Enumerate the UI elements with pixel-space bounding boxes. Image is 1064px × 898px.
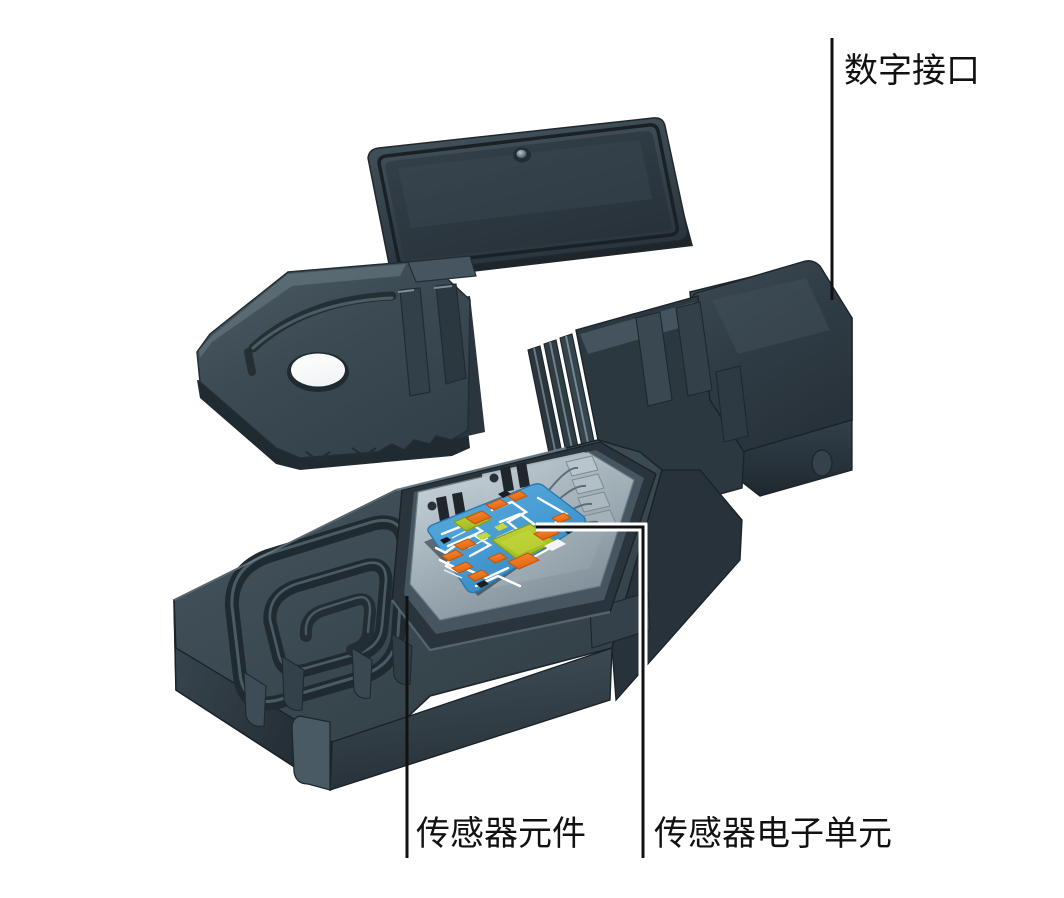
contact-pad-1: [565, 455, 599, 477]
slot-2: [452, 492, 466, 518]
slot-4: [516, 462, 530, 488]
smd-7: [466, 569, 491, 582]
housing-cavity: [391, 441, 657, 651]
housing-left-highlight: [173, 489, 397, 601]
smd-11: [486, 552, 509, 564]
middle-plate-flange: [407, 255, 477, 283]
sensor-die-large-top: [500, 530, 546, 555]
connector-rib-3: [715, 365, 749, 443]
pcb-pad-green-2: [494, 523, 508, 531]
connector-ribs: [635, 301, 749, 443]
top-cover-sheen: [398, 140, 652, 228]
leadframe-slots: [427, 462, 530, 522]
connector-rib-2: [675, 301, 713, 397]
middle-plate-rib-2: [435, 283, 467, 385]
middle-plate-rib-1-hl: [397, 289, 415, 293]
callout-sensor-electronics-unit: 传感器电子单元: [536, 522, 892, 858]
middle-plate-rib-1: [399, 287, 431, 397]
smd-blk-1: [498, 490, 511, 498]
top-cover-face: [385, 130, 672, 261]
middle-plate-rib-2-hl: [433, 285, 453, 289]
smd-10: [506, 552, 541, 570]
smd-9: [550, 512, 573, 524]
channel-spiral: [299, 593, 377, 656]
pcb-smd-orange: [440, 490, 573, 582]
smd-3: [464, 510, 493, 525]
leader-sensor-electronics: [536, 525, 645, 858]
middle-plate-bevel: [199, 264, 406, 358]
middle-plate-notch-a: [305, 451, 331, 462]
slot-1: [436, 496, 450, 522]
part-pcb-board: [424, 483, 586, 596]
label-digital-interface: 数字接口: [844, 51, 980, 91]
smd-blk-3: [476, 580, 489, 588]
middle-plate-hole: [291, 353, 345, 387]
contact-pad-3: [577, 491, 611, 513]
top-cover-groove: [377, 123, 680, 267]
smd-2: [506, 490, 529, 502]
label-sensor-element: 传感器元件: [416, 814, 586, 854]
callout-digital-interface: 数字接口: [830, 38, 980, 300]
pcb-pad-white: [544, 539, 566, 551]
smd-6: [450, 561, 475, 574]
part-connector-body: [527, 259, 853, 535]
label-sensor-electronics-unit: 传感器电子单元: [654, 814, 892, 854]
housing-foot: [291, 715, 331, 791]
smd-blk-4: [440, 537, 451, 544]
part-middle-plate: [196, 255, 485, 470]
top-cover-dimple: [516, 149, 527, 159]
channel-wall-3: [351, 646, 373, 699]
connector-rib-1: [635, 311, 673, 407]
part-top-cover: [367, 117, 693, 281]
pcb-pad-green: [476, 532, 491, 540]
channel-wall-1: [243, 670, 267, 727]
middle-plate-arc-highlight: [251, 296, 394, 350]
callout-sensor-element: 传感器元件: [405, 596, 586, 858]
middle-plate-notch-b: [351, 447, 377, 458]
connector-side-tab: [811, 449, 833, 477]
contact-pads: [565, 455, 617, 531]
slot-hole-1: [427, 501, 437, 511]
middle-plate-arc-end: [244, 348, 256, 376]
slot-3: [500, 466, 514, 492]
contact-pad-2: [571, 473, 605, 495]
connector-sheen: [712, 278, 830, 354]
cavity-front-lip: [391, 599, 611, 652]
smd-5: [440, 549, 465, 562]
housing-top-highlight: [395, 446, 567, 492]
slot-hole-2: [489, 473, 499, 483]
channel-spiral-hl: [304, 596, 372, 636]
smd-1: [484, 498, 510, 511]
smd-4: [452, 538, 478, 551]
channel-wall-2: [281, 654, 305, 711]
part-housing-base: [173, 439, 743, 792]
